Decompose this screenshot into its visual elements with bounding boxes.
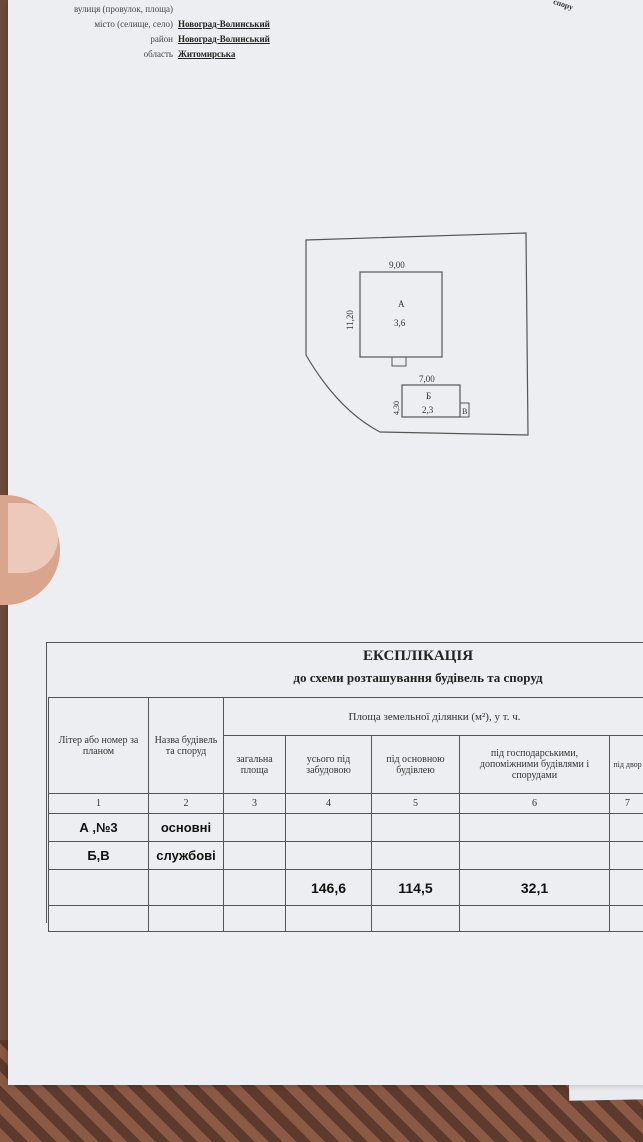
header-letter: Літер або номер за планом (48, 697, 149, 794)
column-number: 2 (148, 793, 224, 814)
empty-cell (609, 905, 643, 932)
explication-title: ЕКСПЛІКАЦІЯ (362, 648, 474, 664)
empty-cell (223, 813, 286, 842)
lot-top-dimension: 9,00 (389, 260, 405, 270)
row-name: основні (148, 813, 224, 842)
explication-frame (46, 642, 643, 923)
building-b-height: 2,3 (422, 405, 434, 415)
empty-cell (609, 841, 643, 870)
address-value: Новоград-Волинський (178, 34, 270, 44)
building-b-letter: Б (426, 391, 431, 401)
empty-cell (48, 869, 149, 906)
lot-boundary (305, 232, 529, 436)
empty-cell (148, 869, 224, 906)
building-a-height: 3,6 (394, 318, 406, 328)
site-plan: 9,00 11,20 А 3,6 7,00 4,30 Б 2,3 В (305, 232, 529, 436)
lot-side-dimension: 11,20 (345, 310, 355, 330)
empty-cell (371, 841, 460, 870)
header-built-total: усього під забудовою (285, 735, 372, 794)
row-letter: Б,В (48, 841, 149, 870)
address-label: місто (селище, село) (94, 19, 173, 29)
empty-cell (285, 813, 372, 842)
address-label: вулиця (провулок, площа) (73, 4, 173, 14)
column-number: 6 (459, 793, 610, 814)
building-b (401, 384, 461, 418)
column-number: 7 (609, 793, 643, 814)
header-yard: під двор (609, 735, 643, 794)
building-v-letter: В (462, 407, 467, 416)
empty-cell (285, 841, 372, 870)
building-b-width: 7,00 (419, 374, 435, 384)
empty-cell (223, 869, 286, 906)
empty-cell (459, 813, 610, 842)
empty-cell (371, 905, 460, 932)
header-auxiliary: під господарськими, допоміжними будівлям… (459, 735, 610, 794)
column-number: 3 (223, 793, 286, 814)
empty-cell (371, 813, 460, 842)
empty-cell (48, 905, 149, 932)
empty-cell (459, 841, 610, 870)
table-row: А ,№3 основні (48, 813, 643, 842)
document-page: спору вулиця (провулок, площа) місто (се… (8, 0, 643, 1085)
explication-table: Літер або номер за планом Назва будівель… (48, 697, 643, 932)
building-a-letter: А (398, 299, 405, 309)
address-label: район (150, 34, 173, 44)
building-a (359, 271, 443, 358)
address-value: Новоград-Волинський (178, 19, 270, 29)
empty-cell (223, 841, 286, 870)
empty-cell (609, 869, 643, 906)
column-number: 1 (48, 793, 149, 814)
header-name: Назва будівель та споруд (148, 697, 224, 794)
table-row-totals: 146,6 114,5 32,1 (48, 869, 643, 906)
row-name: службові (148, 841, 224, 870)
total-built: 146,6 (285, 869, 372, 906)
building-v (459, 402, 470, 418)
header-total-area: загальна площа (223, 735, 286, 794)
header-area-group: Площа земельної ділянки (м²), у т. ч. (223, 697, 643, 736)
explication-subtitle: до схеми розташування будівель та споруд (293, 670, 543, 685)
row-letter: А ,№3 (48, 813, 149, 842)
column-number: 5 (371, 793, 460, 814)
header-main-building: під основною будівлею (371, 735, 460, 794)
total-auxiliary: 32,1 (459, 869, 610, 906)
empty-cell (223, 905, 286, 932)
column-number: 4 (285, 793, 372, 814)
empty-cell (459, 905, 610, 932)
total-main-building: 114,5 (371, 869, 460, 906)
empty-cell (148, 905, 224, 932)
empty-cell (285, 905, 372, 932)
building-b-depth: 4,30 (392, 401, 401, 415)
table-row: Б,В службові (48, 841, 643, 870)
empty-cell (609, 813, 643, 842)
building-a-porch (391, 356, 407, 367)
address-label: область (143, 49, 173, 59)
address-value: Житомирська (178, 49, 236, 59)
table-row (48, 905, 643, 932)
